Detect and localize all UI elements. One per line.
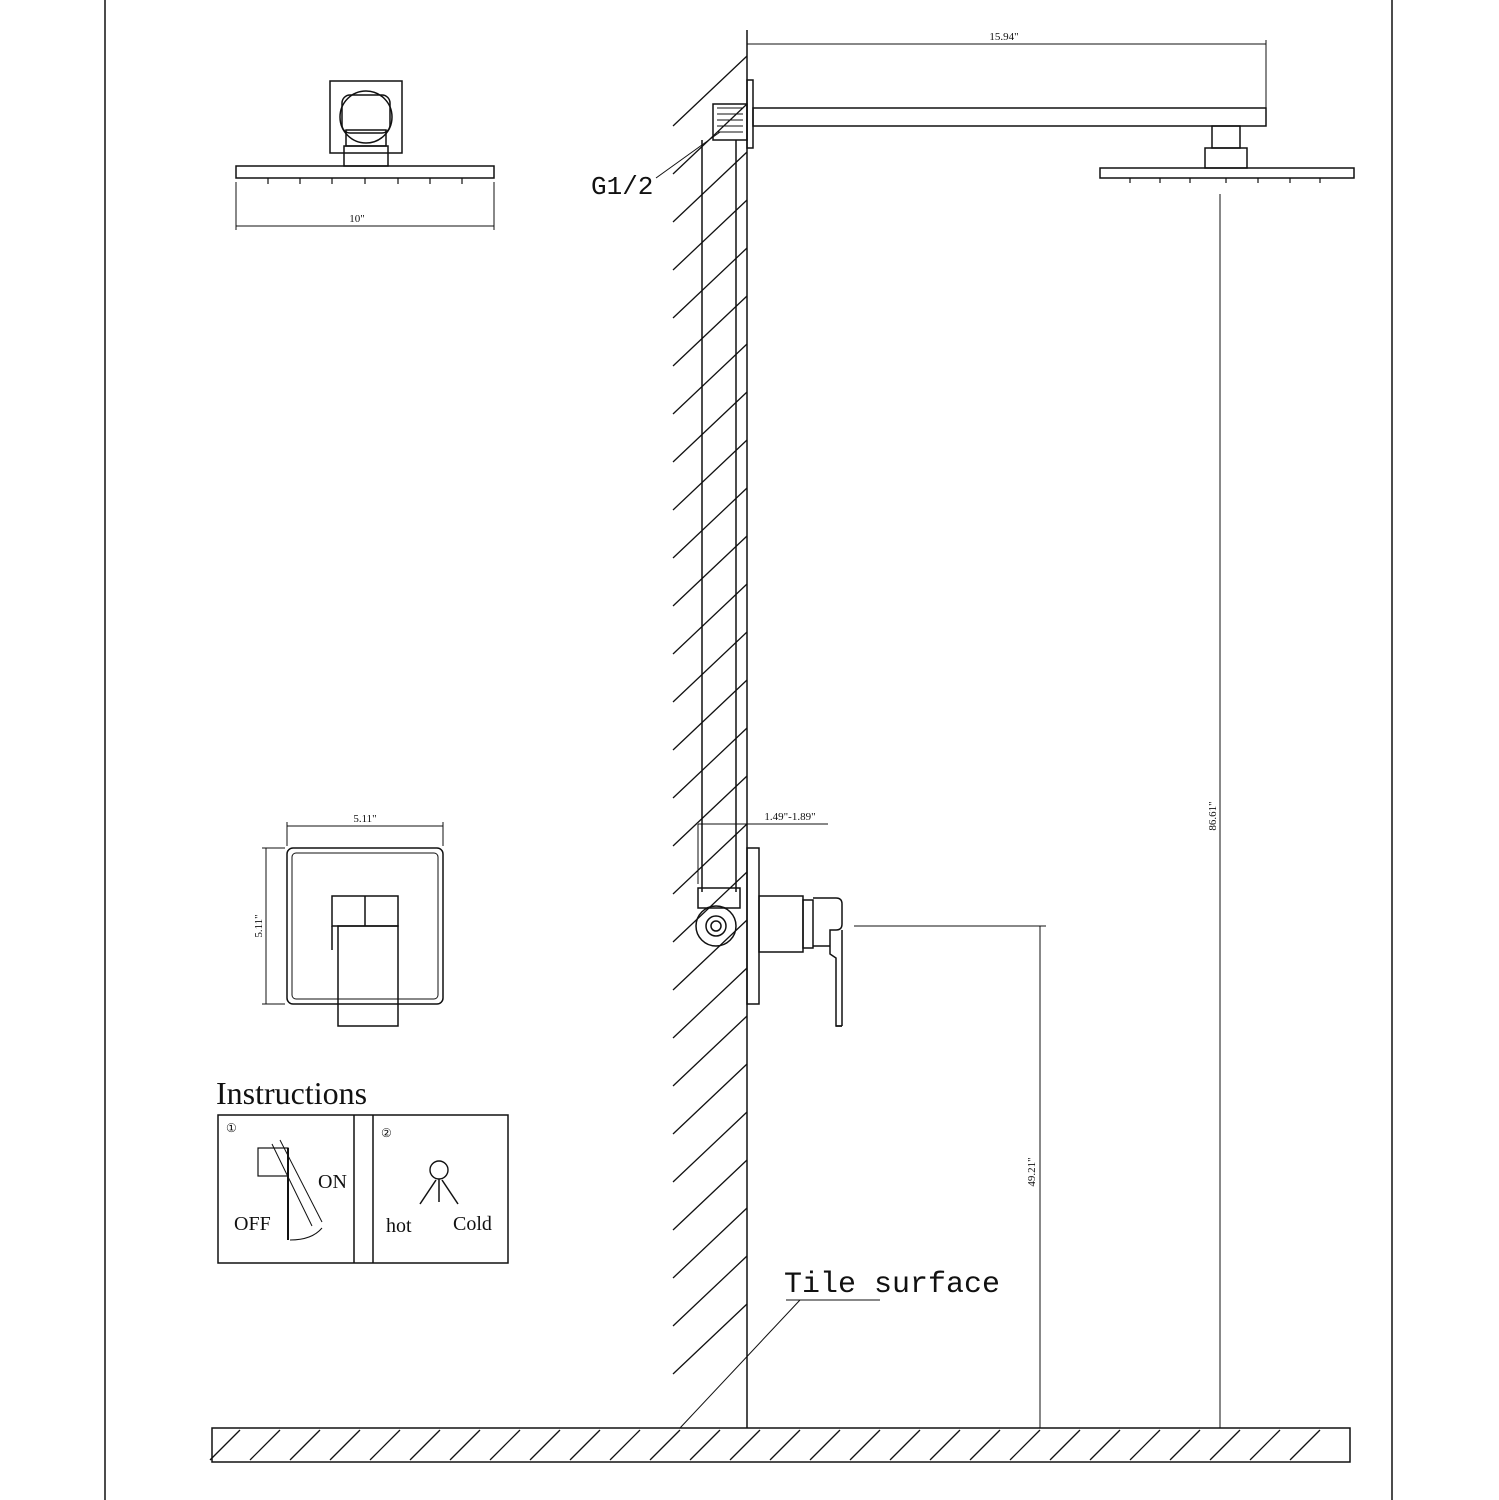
on-label: ON xyxy=(318,1171,347,1193)
floor-hatch-line xyxy=(209,1429,241,1461)
floor-hatch-line xyxy=(689,1429,721,1461)
wall-hatch-line xyxy=(672,967,748,1039)
cold-label: Cold xyxy=(453,1213,492,1235)
wall-hatch-line xyxy=(672,1015,748,1087)
arm-length-dim: 15.94" xyxy=(989,31,1018,43)
floor-hatch-line xyxy=(809,1429,841,1461)
instructions-title: Instructions xyxy=(216,1075,367,1111)
riser-pipe xyxy=(695,103,748,947)
floor-hatch-line xyxy=(449,1429,481,1461)
wall-hatch-line xyxy=(672,583,748,655)
floor-hatch-line xyxy=(849,1429,881,1461)
wall-hatch-line xyxy=(672,1159,748,1231)
floor-hatch-line xyxy=(409,1429,441,1461)
wall-hatch-line xyxy=(672,775,748,847)
floor-hatch-line xyxy=(529,1429,561,1461)
floor-hatch-line xyxy=(1089,1429,1121,1461)
floor-hatch-line xyxy=(649,1429,681,1461)
wall-hatch-line xyxy=(672,727,748,799)
shower-head-side-view xyxy=(1099,125,1355,183)
instructions-box xyxy=(217,1114,509,1264)
floor-hatch-line xyxy=(369,1429,401,1461)
wall-hatch-line xyxy=(672,823,748,895)
floor-hatch-line xyxy=(1209,1429,1241,1461)
valve-trim-front-view xyxy=(262,822,444,1027)
shower-head-front-view xyxy=(235,80,495,230)
valve-depth-dimension xyxy=(697,823,828,884)
floor-hatch-line xyxy=(569,1429,601,1461)
valve-height-dim: 49.21" xyxy=(1026,1157,1038,1186)
floor-hatch-line xyxy=(769,1429,801,1461)
floor-hatch-line xyxy=(929,1429,961,1461)
valve-height-dimension xyxy=(854,925,1046,1428)
valve-depth-dim: 1.49"-1.89" xyxy=(764,811,815,823)
thread-label: G1/2 xyxy=(591,172,653,202)
wall-hatch-line xyxy=(672,1063,748,1135)
wall-hatch-line xyxy=(672,631,748,703)
floor-hatch-line xyxy=(1289,1429,1321,1461)
wall-hatch-line xyxy=(672,151,748,223)
plate-width-dim: 5.11" xyxy=(353,813,376,825)
tile-surface-label: Tile surface xyxy=(784,1268,1000,1302)
wall-section xyxy=(672,30,748,1428)
wall-hatch-line xyxy=(672,535,748,607)
floor-hatch-line xyxy=(289,1429,321,1461)
floor-hatch-line xyxy=(1009,1429,1041,1461)
wall-hatch-line xyxy=(672,1207,748,1279)
hot-label: hot xyxy=(386,1215,412,1237)
wall-hatch-line xyxy=(672,1255,748,1327)
step1-number: ① xyxy=(226,1121,237,1135)
wall-hatch-line xyxy=(672,343,748,415)
floor-hatch-line xyxy=(249,1429,281,1461)
wall-hatch-line xyxy=(672,1303,748,1375)
floor-hatch-line xyxy=(329,1429,361,1461)
floor-hatch-line xyxy=(489,1429,521,1461)
step2-number: ② xyxy=(381,1126,392,1140)
floor-section xyxy=(209,1427,1351,1463)
wall-hatch-line xyxy=(672,679,748,751)
floor-hatch-line xyxy=(1169,1429,1201,1461)
wall-hatch-line xyxy=(672,247,748,319)
plate-height-dim: 5.11" xyxy=(253,914,265,937)
wall-hatch-line xyxy=(672,55,748,127)
valve-side-view xyxy=(746,847,843,1027)
floor-hatch-line xyxy=(1049,1429,1081,1461)
floor-hatch-line xyxy=(609,1429,641,1461)
head-height-dim: 86.61" xyxy=(1207,801,1219,830)
wall-hatch-line xyxy=(672,295,748,367)
floor-hatch-line xyxy=(729,1429,761,1461)
head-width-dim: 10" xyxy=(349,213,365,225)
wall-hatch-line xyxy=(672,199,748,271)
floor-hatch-line xyxy=(889,1429,921,1461)
tile-leader-diagonal xyxy=(679,1299,801,1429)
arm-length-dimension xyxy=(746,40,1267,108)
off-label: OFF xyxy=(234,1213,271,1235)
floor-hatch-line xyxy=(969,1429,1001,1461)
thread-leader-line xyxy=(655,131,721,179)
wall-hatch-line xyxy=(672,439,748,511)
floor-hatch-line xyxy=(1129,1429,1161,1461)
floor-hatch-line xyxy=(1249,1429,1281,1461)
wall-hatch-line xyxy=(672,1111,748,1183)
wall-hatch-line xyxy=(672,391,748,463)
wall-hatch-line xyxy=(672,487,748,559)
shower-arm xyxy=(746,79,1267,149)
